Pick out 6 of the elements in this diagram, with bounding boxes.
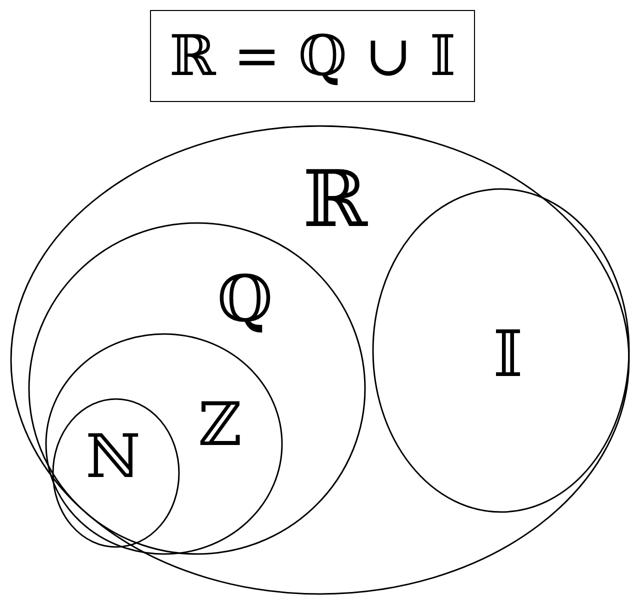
title-formula: ℝ = ℚ ∪ 𝕀 (150, 10, 475, 102)
set-symbol: ℕ (86, 427, 140, 487)
set-symbol: ℝ (302, 161, 368, 239)
set-symbol: ℚ (217, 268, 273, 332)
set-symbol: 𝕀 (493, 323, 523, 387)
set-symbol: ℤ (198, 395, 242, 455)
